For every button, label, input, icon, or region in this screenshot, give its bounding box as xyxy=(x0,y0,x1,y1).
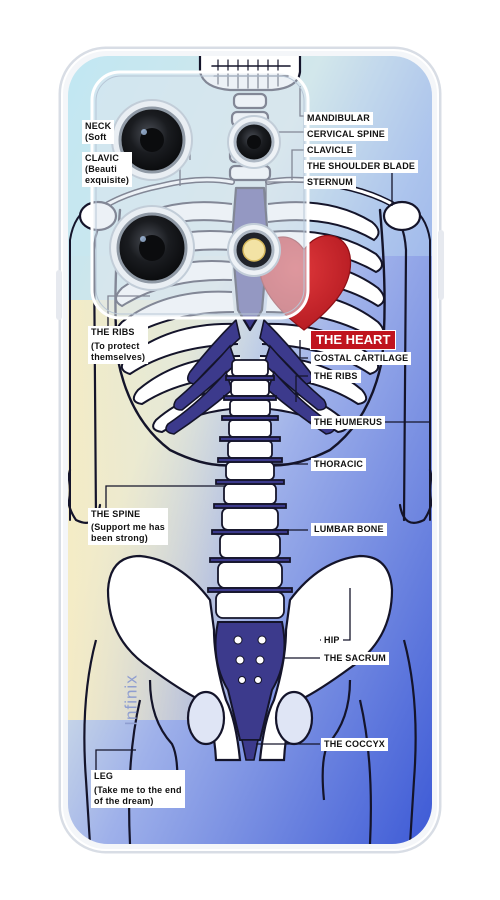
label-spine: THE SPINE (Support me has been strong) xyxy=(88,508,169,545)
label-hip: HIP xyxy=(321,634,343,647)
label-ribs-left: THE RIBS (To protect themselves) xyxy=(88,326,149,364)
label-leg-sub1: (Take me to the end xyxy=(94,785,182,795)
label-spine-title: THE SPINE xyxy=(91,509,141,519)
camera-lens-small xyxy=(227,115,281,169)
label-shoulder-blade: THE SHOULDER BLADE xyxy=(304,160,419,173)
label-neck-sub: (Soft xyxy=(85,132,107,142)
camera-flash xyxy=(227,223,281,277)
camera-module xyxy=(90,70,310,320)
label-spine-sub2: been strong) xyxy=(91,533,148,543)
label-clavicle-left-sub2: exquisite) xyxy=(85,175,130,185)
label-humerus: THE HUMERUS xyxy=(311,416,386,429)
label-ribs-left-title: THE RIBS xyxy=(91,327,135,337)
label-costal-cartilage: COSTAL CARTILAGE xyxy=(311,352,412,365)
brand-logo-text: Infinix xyxy=(112,655,152,745)
label-leg: LEG (Take me to the end of the dream) xyxy=(91,770,185,808)
sacrum xyxy=(214,621,286,741)
legs xyxy=(83,639,417,844)
label-leg-sub2: of the dream) xyxy=(94,796,154,806)
label-leg-title: LEG xyxy=(94,771,114,781)
label-clavicle-left-sub1: (Beauti xyxy=(85,164,117,174)
spine xyxy=(207,359,293,619)
coccyx xyxy=(241,739,259,761)
label-neck: NECK (Soft xyxy=(82,120,115,144)
label-clavicle-left: CLAVIC (Beauti exquisite) xyxy=(82,152,133,187)
label-neck-title: NECK xyxy=(85,121,112,131)
label-clavicle: CLAVICLE xyxy=(304,144,356,157)
label-sternum: STERNUM xyxy=(304,176,356,189)
label-cervical-spine: CERVICAL SPINE xyxy=(304,128,388,141)
brand-text: Infinix xyxy=(122,674,142,726)
label-thoracic: THORACIC xyxy=(311,458,367,471)
label-the-heart: THE HEART xyxy=(310,330,397,350)
label-ribs-left-sub2: themselves) xyxy=(91,352,146,362)
label-mandibular: MANDIBULAR xyxy=(304,112,373,125)
label-ribs-left-sub1: (To protect xyxy=(91,341,140,351)
label-clavicle-left-title: CLAVIC xyxy=(85,153,120,163)
label-the-ribs: THE RIBS xyxy=(311,370,361,383)
label-sacrum: THE SACRUM xyxy=(321,652,389,665)
label-coccyx: THE COCCYX xyxy=(321,738,389,751)
label-lumbar-bone: LUMBAR BONE xyxy=(311,523,387,536)
camera-lens-bottom xyxy=(109,205,195,291)
label-spine-sub1: (Support me has xyxy=(91,522,166,532)
